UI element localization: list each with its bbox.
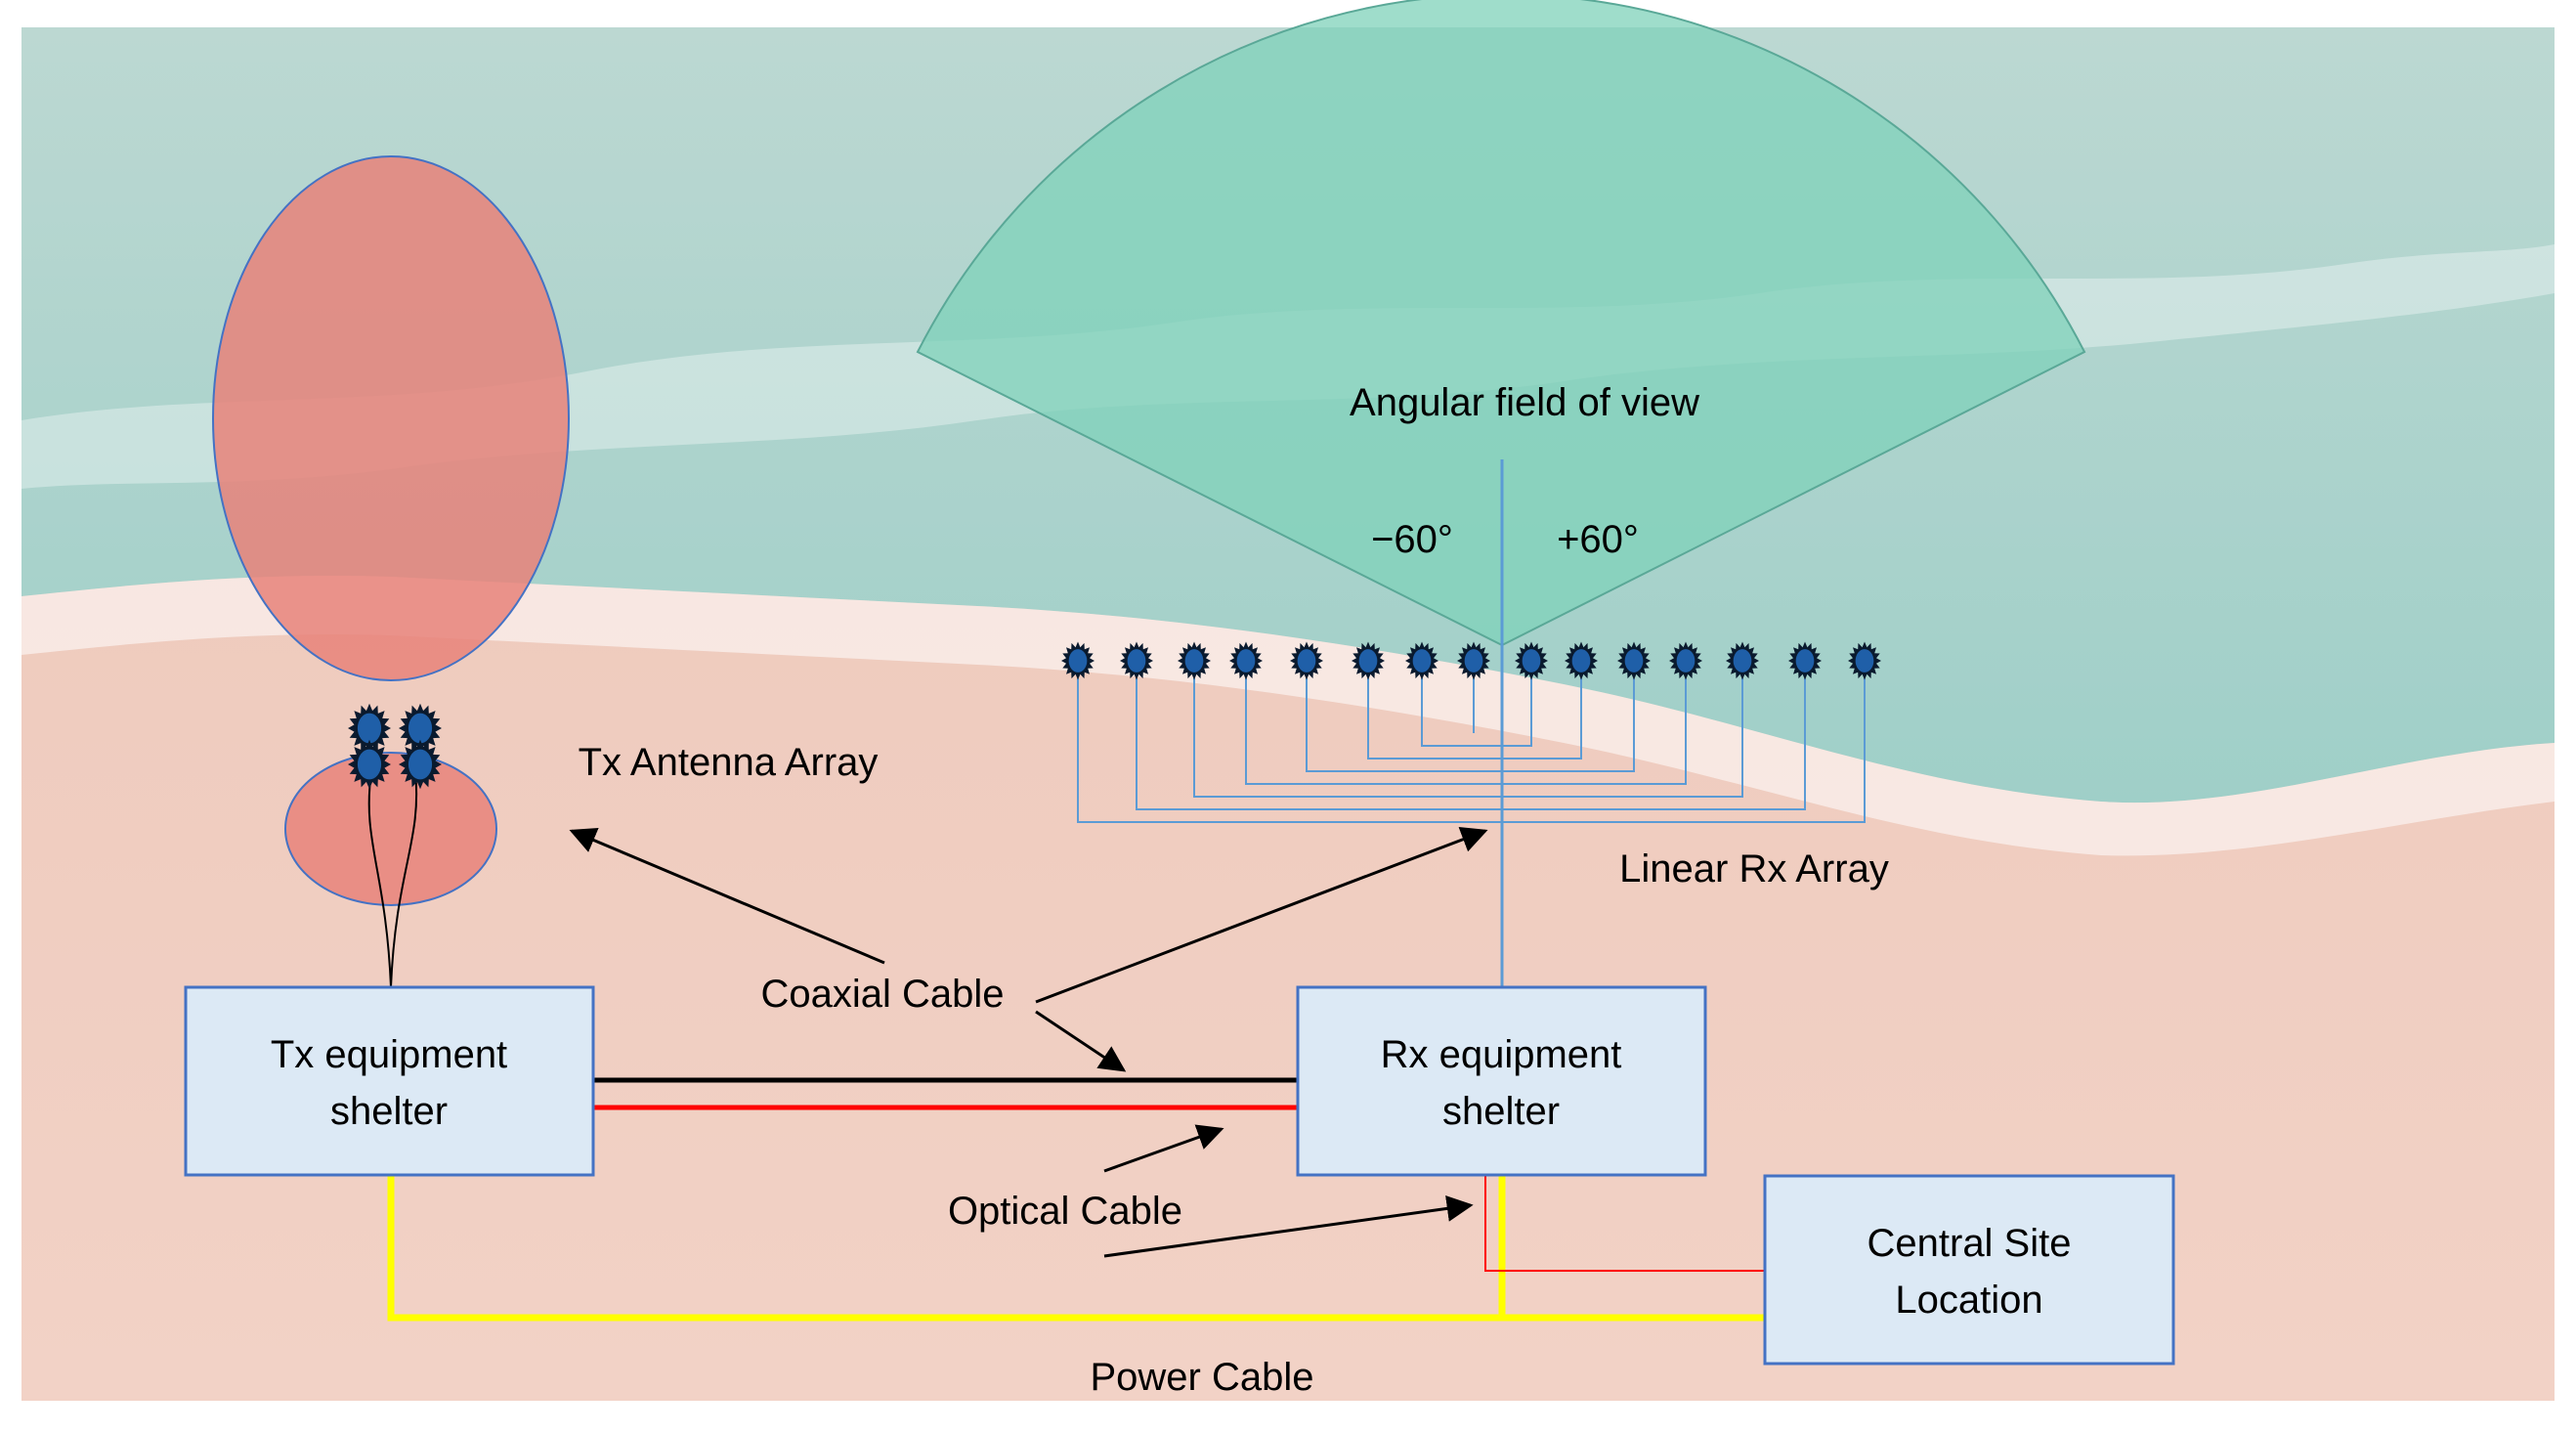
antenna-icon — [1352, 641, 1385, 680]
angle-left-label: −60° — [1371, 518, 1453, 561]
rx-feed-line — [1077, 678, 1866, 823]
antenna-icon — [1290, 641, 1323, 680]
rx-feed-line — [1136, 678, 1806, 810]
field-of-view-sector — [916, 0, 2086, 647]
antenna-icon — [348, 739, 391, 790]
rx-shelter-box: Rx equipment shelter — [1296, 985, 1707, 1177]
arrow-to-rx-optical — [1103, 1194, 1474, 1258]
central-site-line1: Central Site — [1868, 1222, 2072, 1265]
tx-back-lobe — [284, 752, 497, 906]
coaxial-cable-label: Coaxial Cable — [760, 973, 1004, 1016]
tx-antenna-feeds — [367, 771, 418, 988]
rx-feed-line — [1421, 678, 1532, 747]
fov-label: Angular field of view — [1350, 381, 1699, 424]
power-cable-label: Power Cable — [1090, 1356, 1313, 1399]
power-cable-line — [387, 1175, 1771, 1322]
optical-cable-label: Optical Cable — [948, 1190, 1182, 1233]
arrow-to-coax-line — [1035, 1010, 1127, 1072]
rx-feed-lines — [1077, 678, 1866, 823]
tx-array-label: Tx Antenna Array — [579, 741, 879, 784]
arrow-to-optical-line — [1103, 1124, 1224, 1173]
arrows — [569, 827, 1488, 1258]
antenna-icon — [1617, 641, 1651, 680]
antenna-icon — [1726, 641, 1759, 680]
antenna-icon — [1405, 641, 1438, 680]
antenna-icon — [1061, 641, 1095, 680]
antenna-icon — [1669, 641, 1702, 680]
antenna-icon — [399, 739, 442, 790]
tx-shelter-line1: Tx equipment — [271, 1033, 507, 1076]
rx-array-label: Linear Rx Array — [1619, 847, 1889, 890]
rx-feed-line — [1245, 678, 1687, 785]
antenna-icon — [1848, 641, 1881, 680]
antenna-icon — [1565, 641, 1598, 680]
central-site-line2: Location — [1895, 1279, 2042, 1322]
antenna-icon — [1229, 641, 1263, 680]
antenna-icon — [399, 703, 442, 754]
rx-antenna-array — [1061, 641, 1881, 680]
arrow-to-rx-array — [1035, 827, 1488, 1004]
angle-right-label: +60° — [1557, 518, 1639, 561]
antenna-icon — [1457, 641, 1490, 680]
antenna-icon — [1178, 641, 1211, 680]
tx-shelter-box: Tx equipment shelter — [184, 985, 595, 1177]
surf-foam — [21, 576, 2555, 856]
antenna-icon — [1788, 641, 1822, 680]
tx-shelter-line2: shelter — [330, 1090, 448, 1133]
optical-cable-central — [1484, 1175, 1771, 1272]
tx-main-lobe — [212, 155, 570, 681]
tx-antenna-array — [348, 703, 442, 790]
antenna-icon — [1120, 641, 1153, 680]
antenna-icon — [348, 703, 391, 754]
antenna-icon — [1515, 641, 1548, 680]
rx-feed-line — [1193, 678, 1743, 798]
arrow-to-tx-array — [569, 828, 885, 965]
rx-feed-line — [1306, 678, 1635, 772]
central-site-box: Central Site Location — [1763, 1174, 2175, 1366]
rx-feed-line — [1367, 678, 1582, 760]
rx-shelter-line2: shelter — [1442, 1090, 1560, 1133]
rx-shelter-line1: Rx equipment — [1381, 1033, 1622, 1076]
